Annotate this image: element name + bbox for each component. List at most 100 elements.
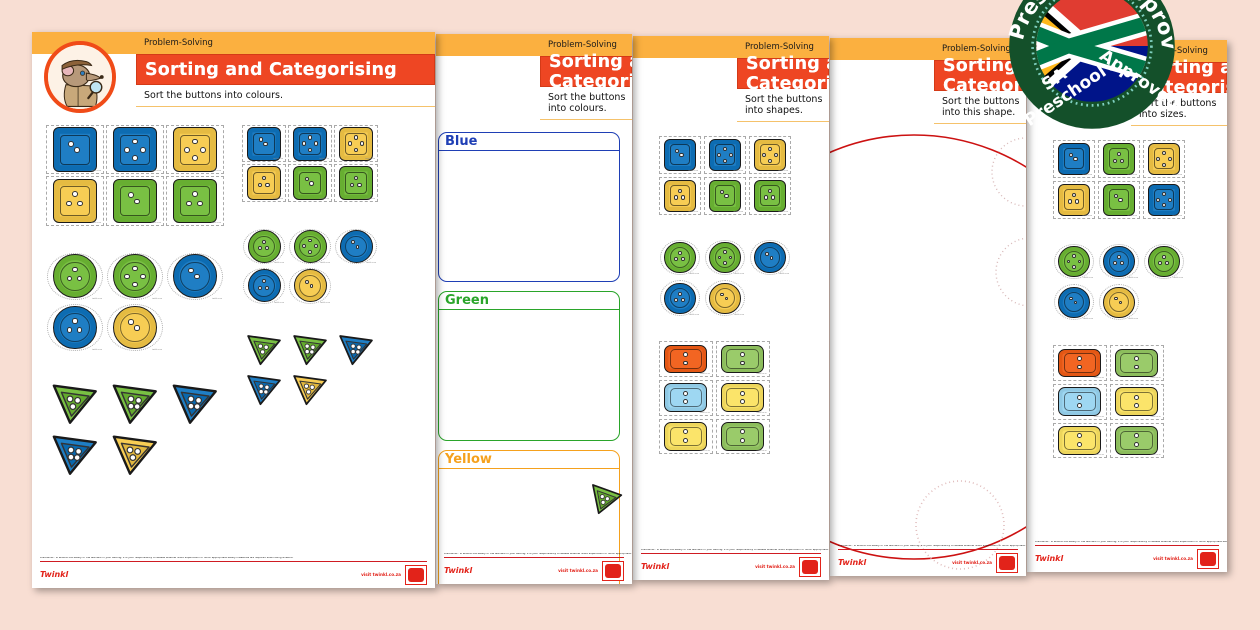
cutout-cell[interactable]: twinkl.co.za: [1053, 140, 1095, 178]
cutout-cell[interactable]: twinkl.co.za: [166, 125, 224, 175]
cutout-cell[interactable]: twinkl.co.za: [1053, 283, 1095, 321]
cutout-cell[interactable]: twinkl.co.za: [1143, 180, 1185, 219]
triangle-button[interactable]: [171, 379, 219, 427]
cutout-cell[interactable]: [334, 331, 378, 368]
rectangle-button[interactable]: [1115, 426, 1159, 455]
cutout-cell[interactable]: twinkl.co.za: [659, 341, 713, 377]
square-button[interactable]: [1058, 183, 1090, 216]
cutout-cell[interactable]: twinkl.co.za: [704, 136, 746, 174]
circle-button[interactable]: [53, 305, 97, 350]
square-button[interactable]: [754, 138, 786, 171]
triangle-button[interactable]: [338, 331, 374, 367]
cutout-cell[interactable]: twinkl.co.za: [46, 125, 104, 175]
cutout-cell[interactable]: twinkl.co.za: [288, 267, 332, 304]
sorting-box-yellow[interactable]: Yellow: [438, 450, 620, 584]
loose-triangle-button[interactable]: [585, 480, 625, 520]
circle-button[interactable]: [1058, 286, 1090, 318]
square-button[interactable]: [1148, 183, 1180, 216]
triangle-button[interactable]: [51, 430, 99, 478]
triangle-button[interactable]: [292, 331, 328, 367]
rectangle-button[interactable]: [721, 344, 765, 374]
triangle-button[interactable]: [246, 371, 282, 407]
cutout-cell[interactable]: twinkl.co.za: [749, 239, 791, 277]
cutout-cell[interactable]: [242, 370, 286, 407]
circle-button[interactable]: [709, 241, 741, 274]
triangle-button[interactable]: [111, 379, 159, 427]
cutout-cell[interactable]: twinkl.co.za: [659, 279, 701, 317]
square-button[interactable]: [52, 178, 98, 224]
cutout-cell[interactable]: twinkl.co.za: [242, 125, 286, 163]
cutout-cell[interactable]: [288, 331, 332, 368]
triangle-button[interactable]: [51, 379, 99, 427]
cutout-cell[interactable]: twinkl.co.za: [715, 418, 770, 455]
square-button[interactable]: [112, 178, 158, 224]
circle-button[interactable]: [293, 229, 327, 263]
circle-button[interactable]: [1148, 245, 1180, 278]
cutout-cell[interactable]: twinkl.co.za: [1053, 383, 1107, 420]
circle-button[interactable]: [754, 241, 786, 274]
cutout-cell[interactable]: twinkl.co.za: [106, 303, 164, 352]
cutout-cell[interactable]: twinkl.co.za: [46, 252, 104, 301]
cutout-cell[interactable]: twinkl.co.za: [1053, 422, 1107, 459]
worksheet-page-4[interactable]: Problem-Solving: Sorting and Categorisin…: [830, 38, 1026, 576]
cutout-cell[interactable]: twinkl.co.za: [1098, 243, 1140, 281]
square-button[interactable]: [112, 127, 158, 172]
square-button[interactable]: [1103, 183, 1135, 216]
cutout-cell[interactable]: twinkl.co.za: [288, 125, 332, 163]
cutout-cell[interactable]: [288, 370, 332, 407]
circle-button[interactable]: [1058, 245, 1090, 278]
cutout-cell[interactable]: [46, 429, 104, 478]
square-button[interactable]: [754, 179, 786, 212]
triangle-button[interactable]: [246, 331, 282, 367]
circle-button[interactable]: [293, 269, 327, 303]
square-button[interactable]: [664, 179, 696, 212]
cutout-cell[interactable]: [166, 378, 224, 427]
cutout-cell[interactable]: twinkl.co.za: [1098, 180, 1140, 219]
cutout-cell[interactable]: twinkl.co.za: [704, 239, 746, 277]
cutout-cell[interactable]: twinkl.co.za: [166, 176, 224, 226]
cutout-cell[interactable]: twinkl.co.za: [659, 239, 701, 277]
square-button[interactable]: [709, 179, 741, 212]
square-button[interactable]: [709, 138, 741, 171]
circle-button[interactable]: [1103, 286, 1135, 318]
square-button[interactable]: [339, 126, 373, 161]
rectangle-button[interactable]: [664, 422, 708, 451]
square-button[interactable]: [293, 166, 327, 201]
circle-button[interactable]: [664, 241, 696, 274]
cutout-cell[interactable]: twinkl.co.za: [704, 176, 746, 215]
cutout-cell[interactable]: twinkl.co.za: [715, 341, 770, 377]
cutout-cell[interactable]: twinkl.co.za: [334, 228, 378, 265]
cutout-cell[interactable]: twinkl.co.za: [1098, 140, 1140, 178]
cutout-cell[interactable]: twinkl.co.za: [1053, 180, 1095, 219]
cutout-cell[interactable]: twinkl.co.za: [288, 228, 332, 265]
cutout-cell[interactable]: twinkl.co.za: [106, 125, 164, 175]
cutout-cell[interactable]: twinkl.co.za: [288, 164, 332, 202]
cutout-cell[interactable]: twinkl.co.za: [1053, 345, 1107, 381]
cutout-cell[interactable]: twinkl.co.za: [659, 379, 713, 416]
rectangle-button[interactable]: [1115, 387, 1159, 416]
cutout-cell[interactable]: twinkl.co.za: [46, 303, 104, 352]
sorting-box-green[interactable]: Green: [438, 291, 620, 441]
square-button[interactable]: [664, 138, 696, 171]
cutout-cell[interactable]: twinkl.co.za: [659, 176, 701, 215]
square-button[interactable]: [247, 126, 281, 161]
cutout-cell[interactable]: twinkl.co.za: [1143, 140, 1185, 178]
cutout-cell[interactable]: twinkl.co.za: [1109, 422, 1164, 459]
circle-button[interactable]: [664, 282, 696, 314]
cutout-cell[interactable]: twinkl.co.za: [242, 228, 286, 265]
worksheet-page-2[interactable]: Problem-Solving: Sorting and Categorisin…: [436, 34, 632, 584]
cutout-cell[interactable]: twinkl.co.za: [1109, 383, 1164, 420]
circle-button[interactable]: [709, 282, 741, 314]
cutout-cell[interactable]: twinkl.co.za: [334, 125, 378, 163]
triangle-button[interactable]: [111, 430, 159, 478]
rectangle-button[interactable]: [1058, 348, 1102, 378]
sorting-box-blue[interactable]: Blue: [438, 132, 620, 282]
rectangle-button[interactable]: [1115, 348, 1159, 378]
visit-url-link[interactable]: visit twinkl.co.za: [361, 572, 401, 577]
cutout-cell[interactable]: twinkl.co.za: [659, 136, 701, 174]
rectangle-button[interactable]: [1058, 426, 1102, 455]
cutout-cell[interactable]: twinkl.co.za: [242, 267, 286, 304]
cutout-cell[interactable]: twinkl.co.za: [242, 164, 286, 202]
